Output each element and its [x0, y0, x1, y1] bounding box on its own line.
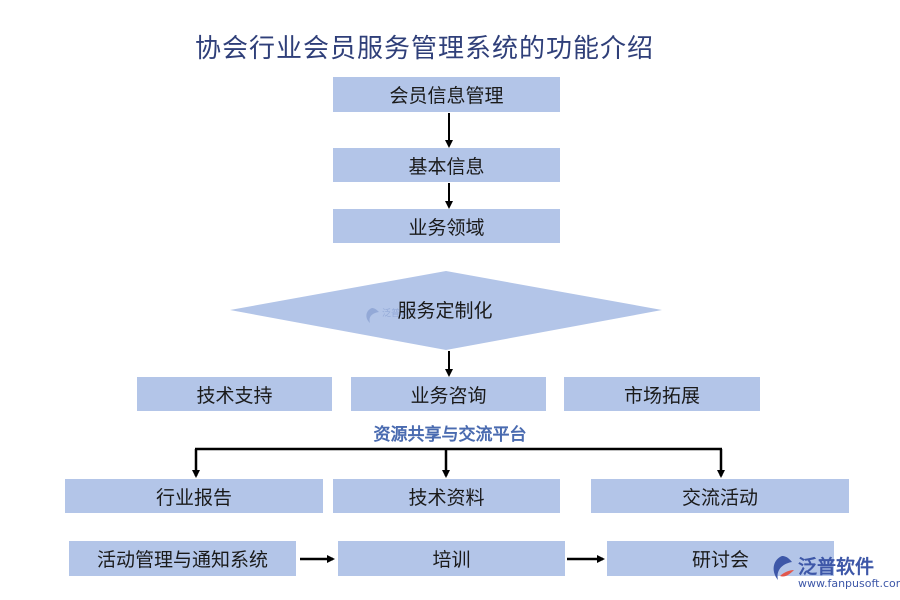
node-member-info: 会员信息管理 [333, 77, 560, 112]
node-basic-info: 基本信息 [333, 148, 560, 182]
node-industry-report: 行业报告 [65, 479, 323, 513]
node-exchange-activity: 交流活动 [591, 479, 849, 513]
node-tech-support: 技术支持 [137, 377, 332, 411]
node-customization-label: 服务定制化 [397, 300, 493, 322]
node-business-field: 业务领域 [333, 209, 560, 243]
node-training: 培训 [338, 541, 565, 576]
logo-url: www.fanpusoft.com [798, 577, 900, 590]
node-market-expansion: 市场拓展 [564, 377, 760, 411]
watermark-center: 泛普软件 [362, 306, 422, 328]
page-title: 协会行业会员服务管理系统的功能介绍 [195, 34, 655, 64]
node-business-consult: 业务咨询 [351, 377, 546, 411]
brand-logo: 泛普软件 www.fanpusoft.com [768, 550, 900, 594]
watermark-center-text: 泛普软件 [382, 309, 419, 319]
node-tech-material: 技术资料 [333, 479, 560, 513]
platform-label: 资源共享与交流平台 [373, 425, 527, 445]
node-seminar: 研讨会 [607, 541, 834, 576]
diamond-customization [230, 271, 662, 350]
node-activity-notice: 活动管理与通知系统 [69, 541, 296, 576]
leaf-logo-icon [773, 556, 794, 580]
logo-name: 泛普软件 [798, 556, 875, 578]
watermark-logo-icon [366, 308, 379, 323]
